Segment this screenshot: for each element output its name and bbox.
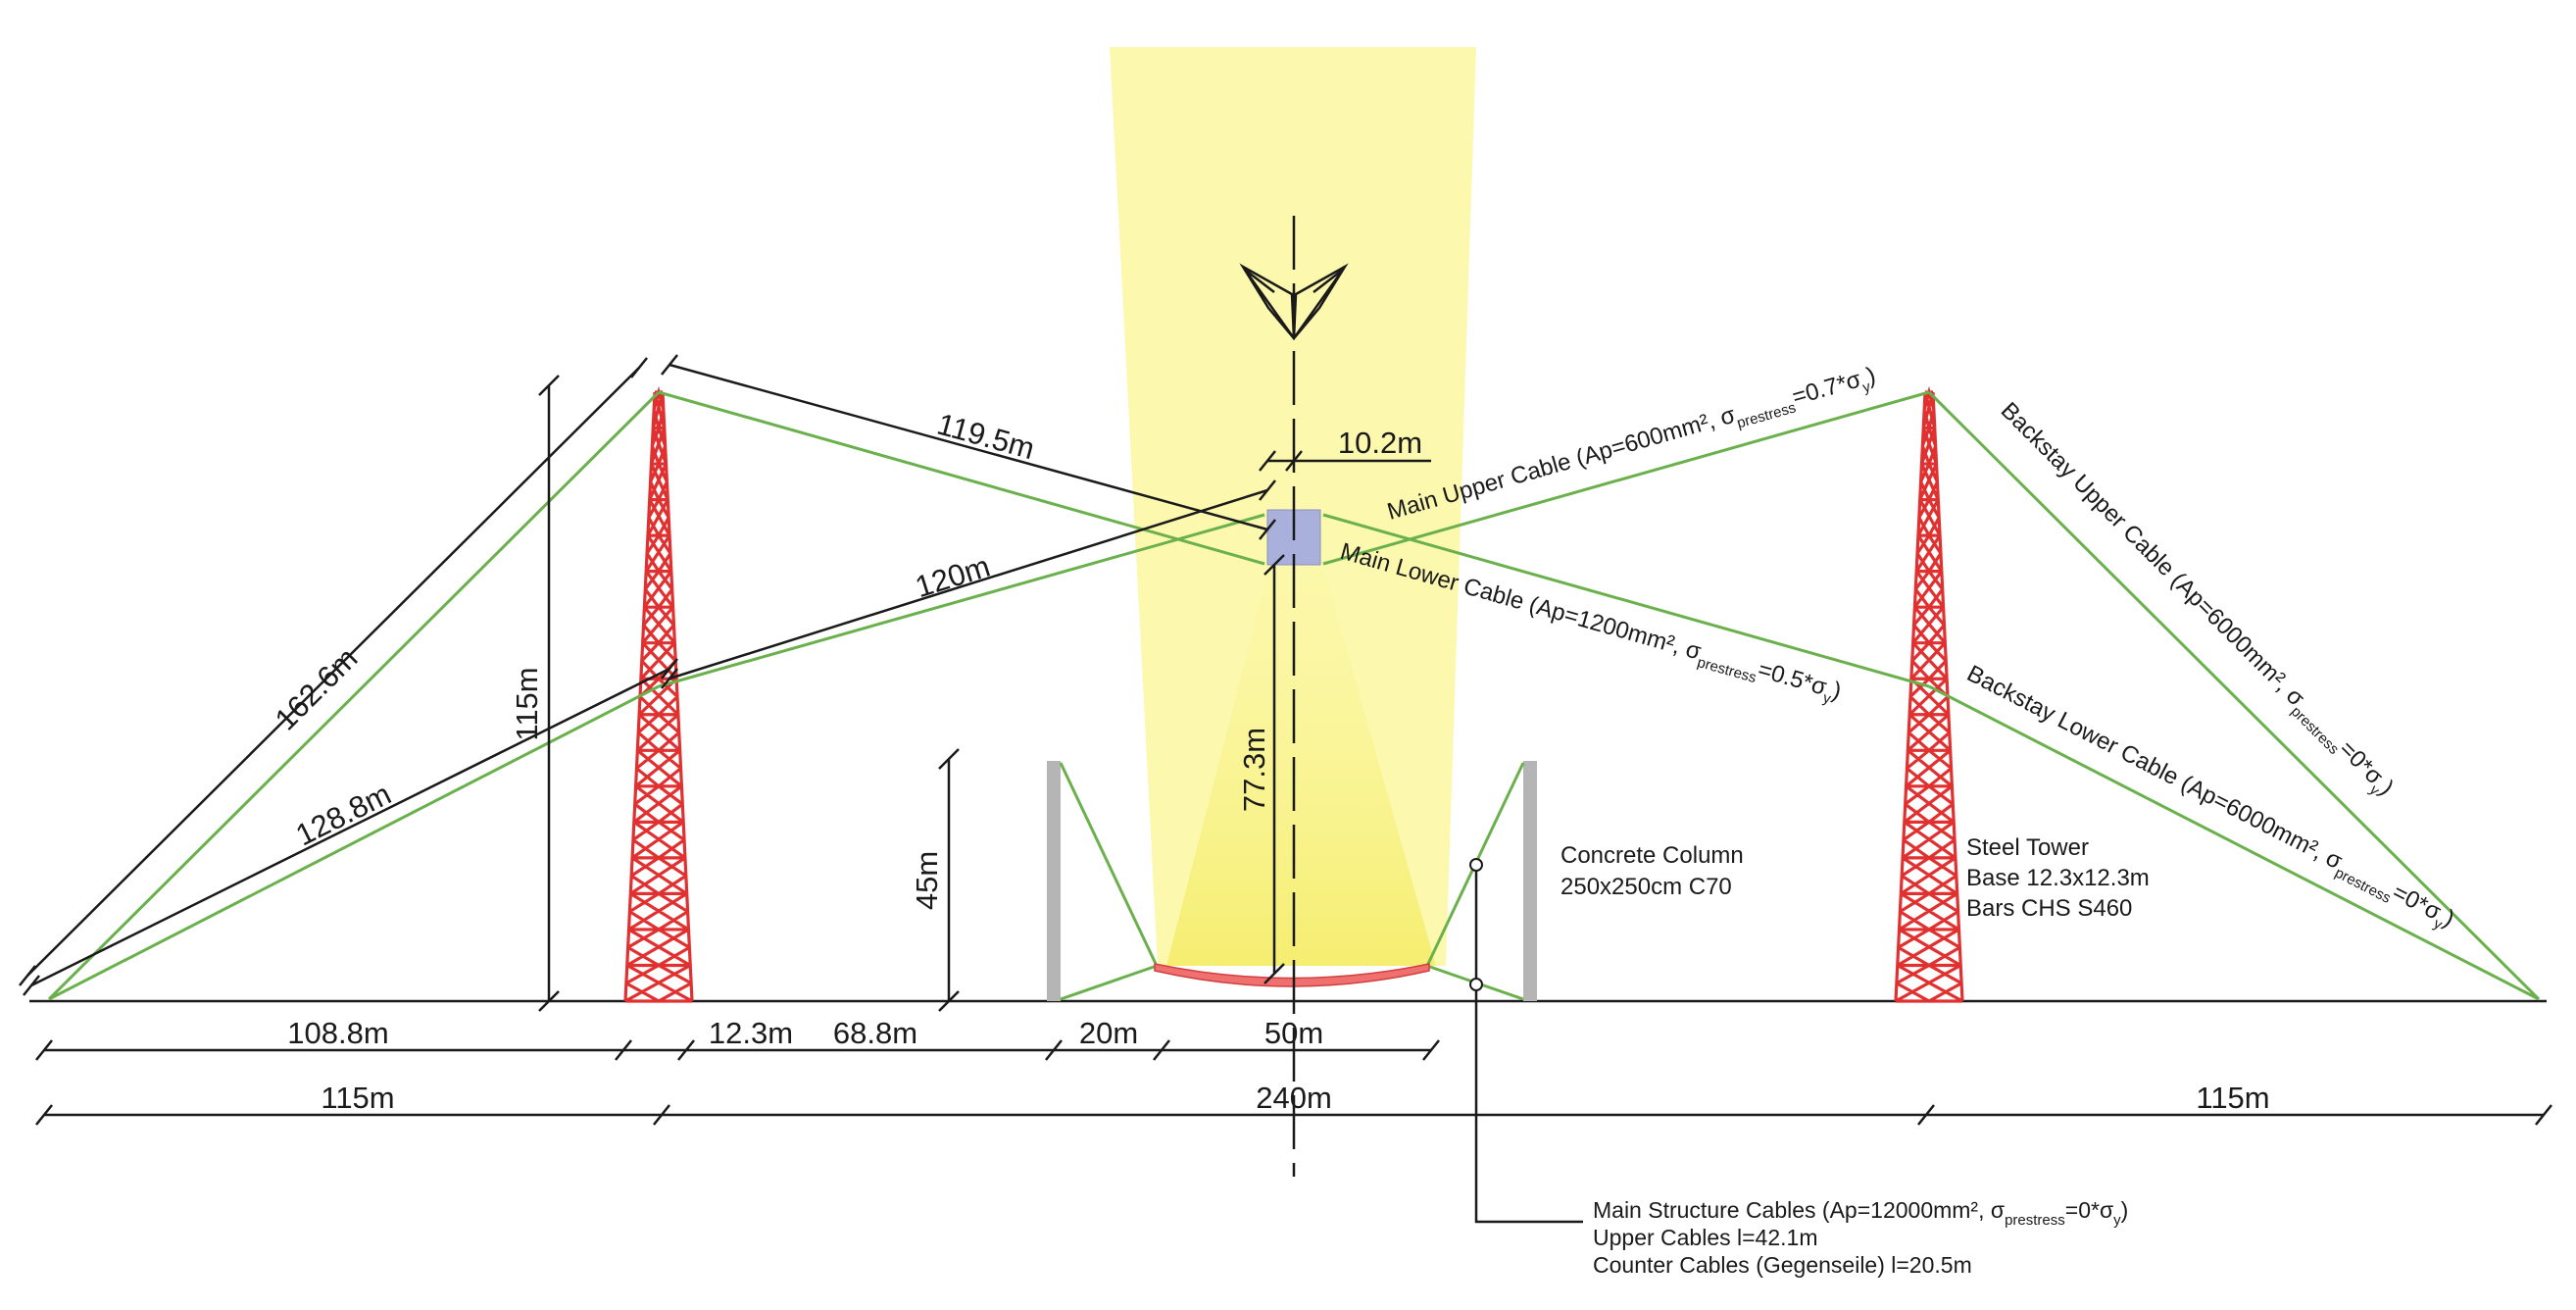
concrete-column-label-line1: Concrete Column (1560, 842, 1744, 869)
tick (2535, 1104, 2552, 1126)
dim-115-right-label: 115m (2196, 1081, 2269, 1115)
main-lower-cable-left (658, 513, 1265, 688)
dim-108-label: 108.8m (287, 1016, 388, 1050)
cable-node-lower (1469, 978, 1483, 991)
tick (1259, 479, 1276, 501)
backstay-upper-cable-right (1927, 390, 2541, 1001)
steel-tower-label-line1: Steel Tower (1966, 834, 2089, 861)
backstay-lower-cable-right (1928, 684, 2540, 1001)
dim-line-120 (669, 488, 1268, 680)
tick (677, 1039, 695, 1061)
axis-arrow-icon-outline (1239, 263, 1349, 340)
steel-tower-label-line2: Base 12.3x12.3m (1966, 865, 2150, 891)
concrete-column-right (1523, 761, 1537, 1001)
tick (661, 668, 678, 689)
tower-lattice (623, 385, 694, 1003)
dim-119-label: 119.5m (933, 407, 1038, 467)
dim-10-label: 10.2m (1338, 426, 1422, 460)
tick (1917, 1104, 1935, 1126)
lower-ring-arc (1154, 963, 1430, 987)
dim-50-label: 50m (1264, 1016, 1323, 1050)
concrete-column-left (1047, 761, 1061, 1001)
dim-45-label: 45m (910, 851, 944, 910)
backstay-upper-cable-left (47, 390, 661, 1001)
steel-tower-label-line3: Bars CHS S460 (1966, 895, 2132, 922)
backstay-upper-cable-label: Backstay Upper Cable (Ap=6000mm², σprest… (1992, 397, 2399, 804)
structure-cable-left-counter (1060, 964, 1158, 1001)
tick (35, 1104, 53, 1126)
concrete-column-label: Concrete Column 250x250cm C70 (1560, 842, 1750, 900)
dim-20-label: 20m (1079, 1016, 1138, 1050)
cable-node-upper (1469, 858, 1483, 872)
tick (661, 354, 678, 376)
horizontal-dimension-ticks (35, 1039, 2552, 1126)
dim-line-128 (30, 667, 670, 987)
dim-115-vertical-label: 115m (510, 667, 544, 740)
main-upper-cable-right (1322, 390, 1930, 566)
tower-lattice (1894, 385, 1964, 1003)
structure-cable-left-upper (1059, 762, 1159, 967)
main-upper-cable-left (658, 390, 1265, 566)
tick (23, 975, 40, 996)
dimension-ticks (19, 354, 1303, 1012)
steel-tower-label: Steel Tower Base 12.3x12.3m Bars CHS S46… (1966, 834, 2155, 922)
dim-240-label: 240m (1256, 1081, 1332, 1115)
tick (938, 748, 960, 770)
dim-68-label: 68.8m (833, 1016, 917, 1050)
tick (653, 1104, 670, 1126)
tick (1259, 519, 1276, 540)
dim-line-162 (26, 367, 640, 977)
tick (1263, 963, 1285, 984)
tick (938, 990, 960, 1012)
tick (538, 375, 560, 396)
tick (615, 1039, 632, 1061)
main-structure-cables-note: Main Structure Cables (Ap=12000mm², σpre… (1593, 1197, 2135, 1278)
steel-tower-left (623, 385, 694, 1003)
steel-tower-right (1894, 385, 1964, 1003)
tick (35, 1039, 53, 1061)
dim-128-label: 128.8m (290, 777, 396, 852)
main-lower-cable-right (1322, 513, 1930, 688)
dim-12-label: 12.3m (709, 1016, 793, 1050)
tick (1153, 1039, 1170, 1061)
main-structure-cables-line3: Counter Cables (Gegenseile) l=20.5m (1593, 1252, 1972, 1278)
tick (630, 357, 648, 378)
dim-line-119 (669, 363, 1268, 531)
backstay-lower-cable-left (48, 684, 660, 1001)
dim-115-left-label: 115m (321, 1081, 394, 1115)
dim-77-label: 77.3m (1237, 728, 1271, 812)
light-beam-core (1166, 567, 1436, 966)
main-structure-cables-line2: Upper Cables l=42.1m (1593, 1225, 1817, 1250)
tick (1045, 1039, 1063, 1061)
tick (1259, 450, 1276, 472)
concrete-column-label-line2: 250x250cm C70 (1560, 874, 1732, 900)
tick (19, 965, 36, 986)
tick (1263, 554, 1285, 576)
tick (1285, 450, 1303, 472)
cables (47, 390, 2541, 1001)
dimension-lines (26, 363, 2544, 1224)
tick (1422, 1039, 1440, 1061)
tick (661, 658, 678, 680)
tick (538, 990, 560, 1012)
dim-162-label: 162.6m (269, 641, 365, 737)
